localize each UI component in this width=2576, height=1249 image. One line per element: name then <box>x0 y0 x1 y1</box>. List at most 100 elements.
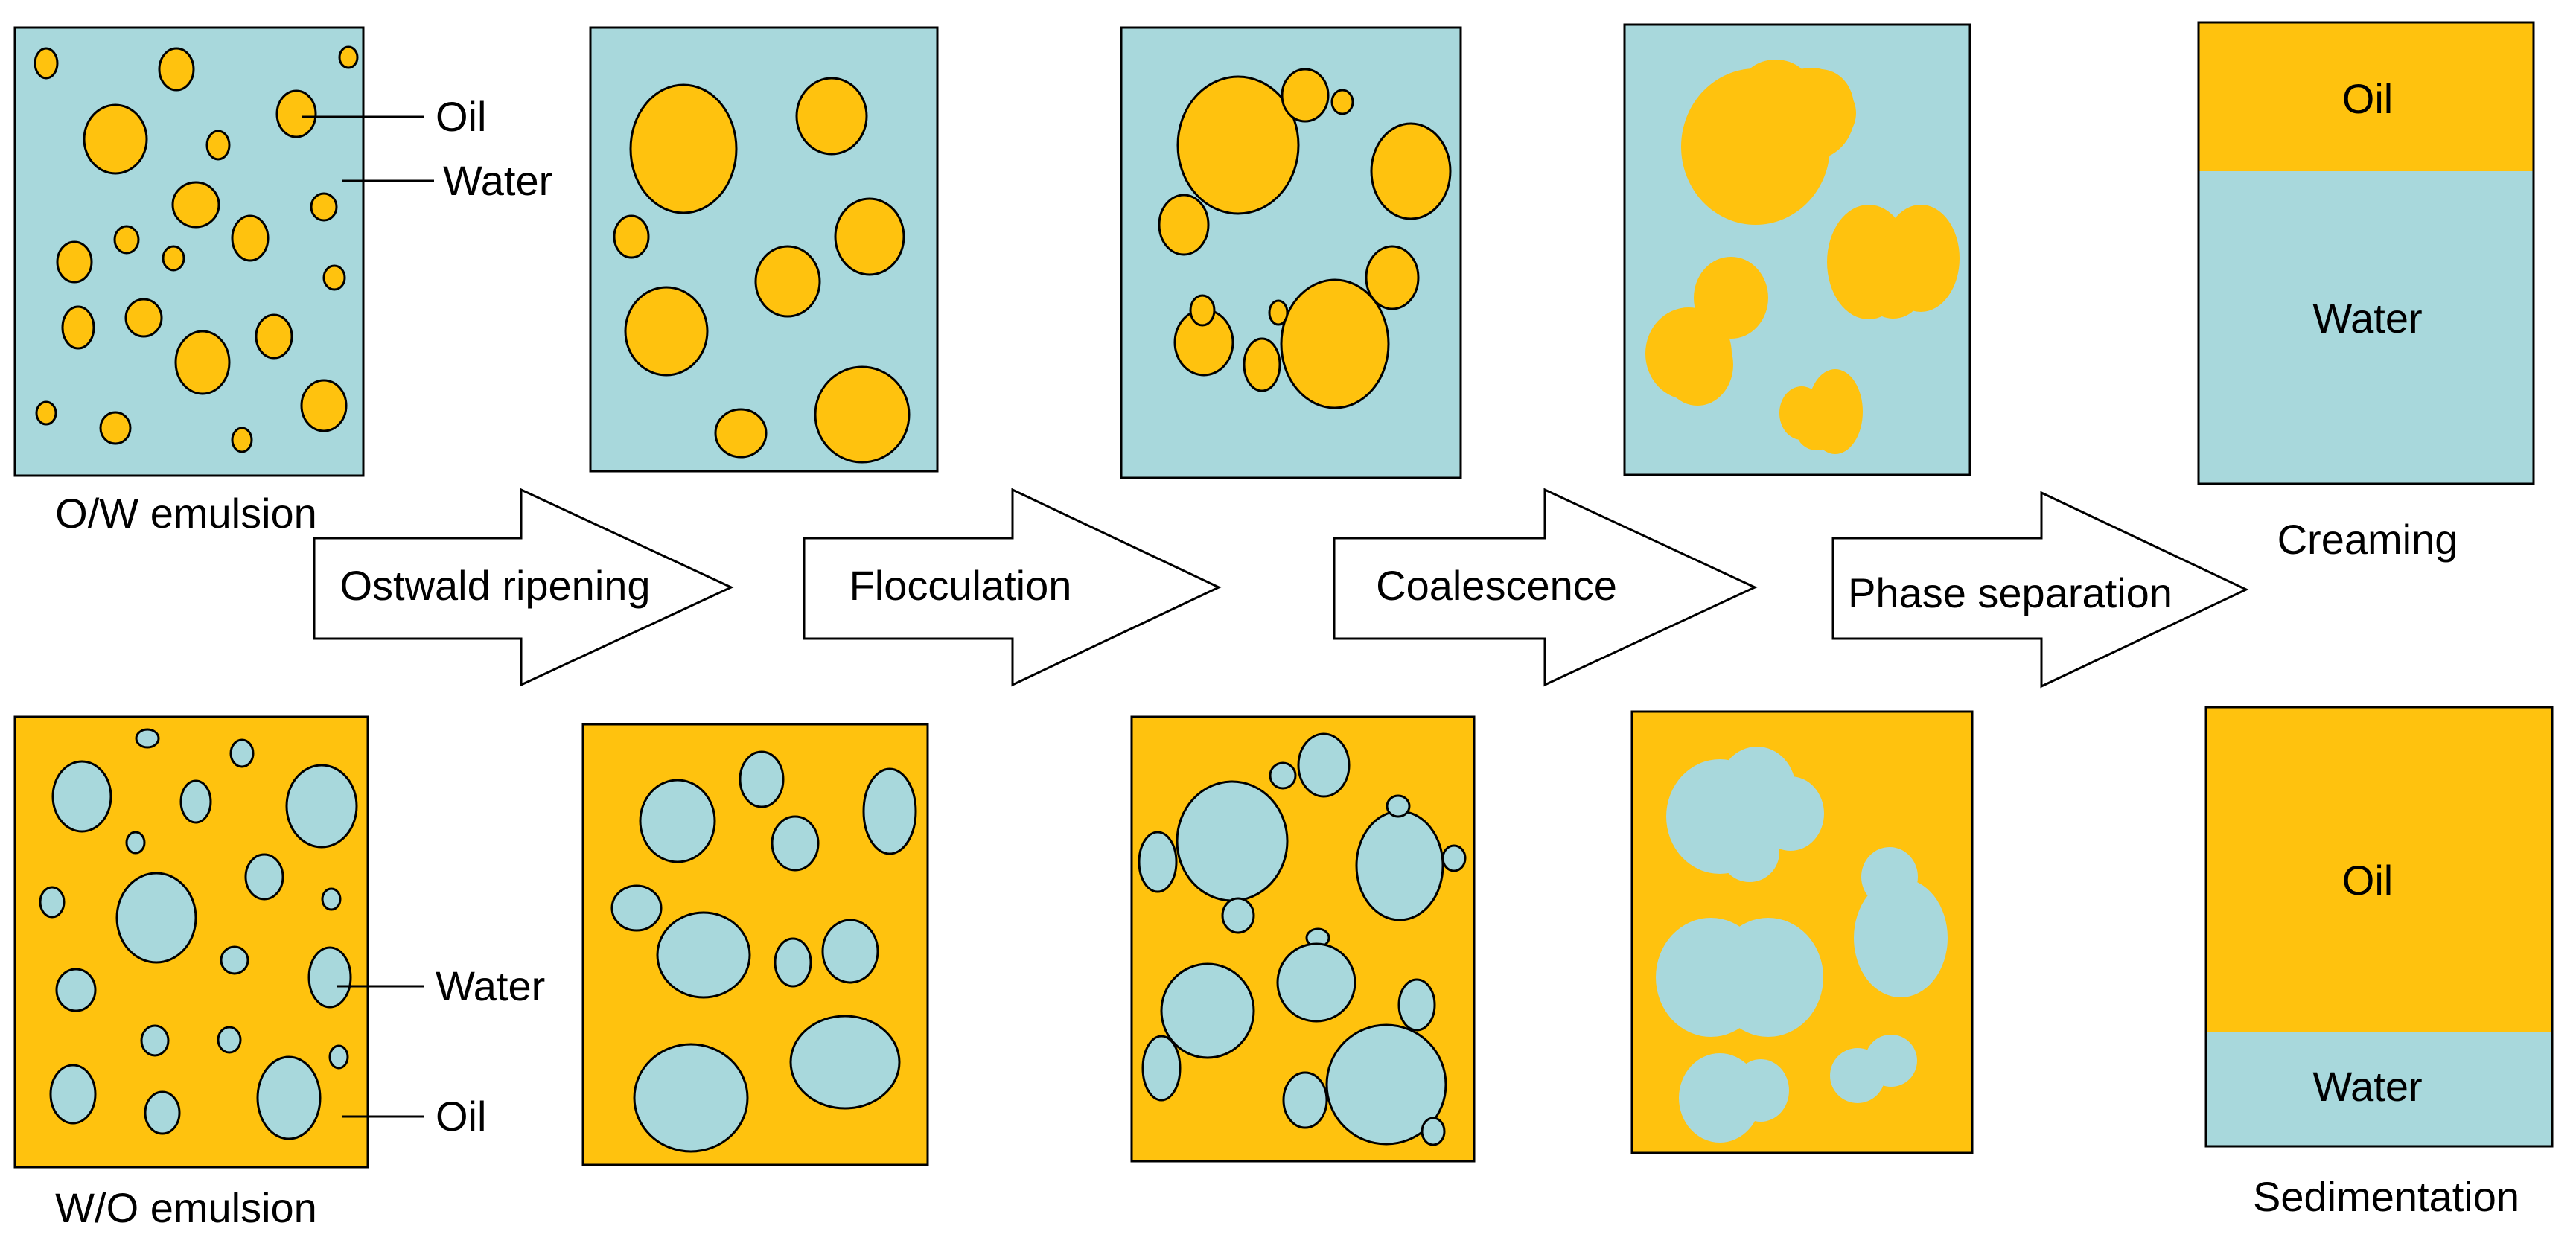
creaming-oil-label: Oil <box>2341 75 2394 122</box>
coalesced-droplet <box>1656 918 1823 1037</box>
droplet <box>821 919 879 984</box>
droplet <box>49 1064 97 1125</box>
droplet <box>1370 122 1452 220</box>
coalesced-droplet <box>1779 369 1863 454</box>
droplet-lobe <box>1757 776 1824 851</box>
droplet-lobe <box>1796 409 1837 450</box>
droplet <box>1176 780 1289 902</box>
droplet <box>1441 844 1467 872</box>
droplet <box>115 872 197 964</box>
droplet <box>174 330 231 395</box>
droplet <box>56 240 93 284</box>
droplet <box>229 738 255 768</box>
droplet <box>1141 1035 1182 1102</box>
droplet <box>629 83 738 214</box>
droplet <box>328 1044 349 1070</box>
wo-coalescence-panel <box>1630 710 1974 1154</box>
droplet <box>300 379 348 432</box>
droplet <box>624 286 709 377</box>
coalesced-droplet <box>1830 1035 1917 1103</box>
droplet <box>1221 897 1255 934</box>
sedimentation-border <box>2204 706 2554 1148</box>
coalesced-droplet <box>1681 60 1856 225</box>
droplet <box>754 245 821 318</box>
coalesced-droplet <box>1645 257 1768 406</box>
droplet-lobe <box>1807 85 1856 141</box>
droplet <box>144 1090 181 1135</box>
droplet <box>613 214 650 259</box>
droplet <box>275 89 317 138</box>
droplet <box>1297 732 1351 798</box>
droplet <box>307 946 352 1009</box>
droplet <box>338 45 359 69</box>
wo-oil-label: Oil <box>436 1093 487 1140</box>
droplet <box>34 47 59 80</box>
droplet <box>179 779 212 824</box>
droplet <box>205 130 231 161</box>
creaming-panel <box>2197 21 2535 485</box>
droplet <box>256 1055 322 1140</box>
droplet <box>834 197 905 276</box>
arrow-ostwald-ripening <box>313 488 734 687</box>
droplet <box>610 884 663 932</box>
droplet <box>162 245 185 272</box>
droplet-lobe <box>1720 822 1779 882</box>
ow-emulsion-caption: O/W emulsion <box>55 490 317 537</box>
droplet-lobe <box>1713 918 1823 1037</box>
arrow-flocculation <box>803 488 1222 687</box>
arrow-label-ostwald-ripening: Ostwald ripening <box>339 562 651 609</box>
droplet <box>171 181 220 229</box>
arrow-label-phase-separation: Phase separation <box>1848 569 2172 616</box>
creaming-caption: Creaming <box>2277 516 2458 563</box>
droplet <box>124 298 163 338</box>
coalesced-droplet <box>1679 1053 1789 1143</box>
droplet <box>771 815 820 872</box>
droplet <box>1280 278 1390 409</box>
wo-emulsion-panel <box>13 715 369 1169</box>
wo-water-label: Water <box>436 962 546 1009</box>
wo-emulsion-caption: W/O emulsion <box>55 1184 317 1231</box>
droplet <box>322 264 346 291</box>
creaming-border <box>2197 21 2535 485</box>
droplet <box>1421 1117 1446 1146</box>
droplet <box>1268 299 1289 326</box>
droplet <box>55 968 97 1012</box>
droplet <box>255 313 293 360</box>
coalesced-droplet <box>1854 847 1948 997</box>
droplet-lobe <box>1732 1059 1789 1122</box>
droplet-lobe <box>1861 244 1926 319</box>
sedimentation-water-layer <box>2206 1032 2552 1146</box>
arrow-label-coalescence: Coalescence <box>1376 562 1617 609</box>
droplet <box>774 937 812 988</box>
droplet <box>1138 831 1178 893</box>
droplet <box>633 1043 749 1153</box>
sedimentation-oil-layer <box>2206 707 2552 1032</box>
droplet <box>714 408 768 459</box>
droplet <box>61 305 95 350</box>
droplet <box>113 225 140 255</box>
sedimentation-panel <box>2204 706 2554 1148</box>
droplet <box>1355 810 1444 921</box>
droplet <box>656 911 751 999</box>
droplet <box>1281 68 1330 123</box>
droplet <box>231 427 253 453</box>
droplet <box>244 853 284 901</box>
droplet <box>795 77 868 156</box>
droplet <box>1243 337 1281 392</box>
ow-emulsion-panel <box>13 26 365 477</box>
droplet <box>140 1024 170 1057</box>
droplet <box>1160 962 1255 1059</box>
arrow-phase-separation <box>1831 491 2249 689</box>
ow-coalescence-panel <box>1623 23 1971 476</box>
droplet <box>1176 75 1300 215</box>
sedimentation-caption: Sedimentation <box>2252 1173 2520 1220</box>
coalesced-droplet <box>1666 747 1824 882</box>
droplet <box>1386 794 1411 818</box>
droplet <box>135 728 160 749</box>
droplet <box>1282 1071 1328 1129</box>
creaming-oil-layer <box>2199 22 2534 171</box>
droplet-lobe <box>1865 1035 1917 1087</box>
droplet-lobe <box>1662 324 1733 406</box>
